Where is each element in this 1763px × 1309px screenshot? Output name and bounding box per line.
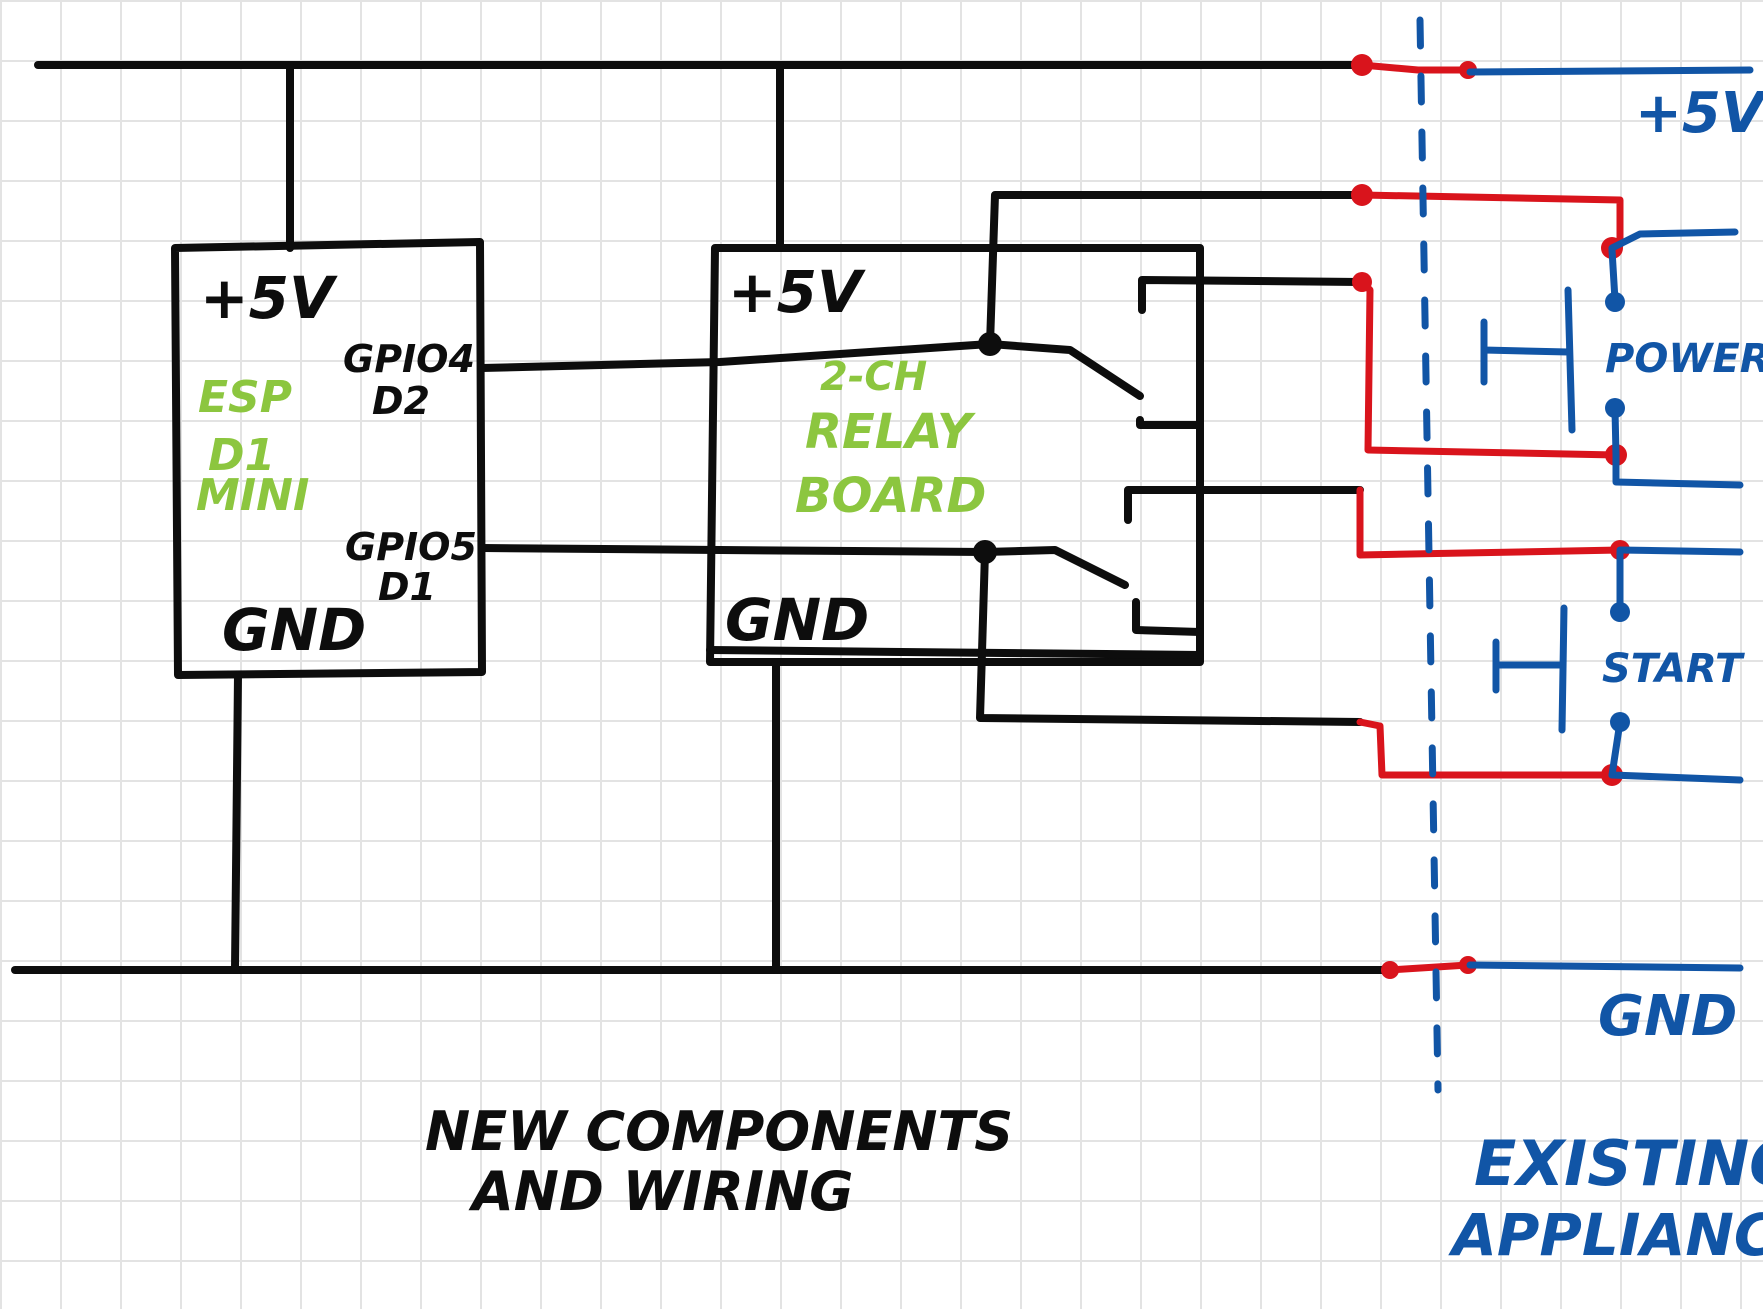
power-bottom-lead bbox=[1612, 451, 1744, 489]
esp-d2-label: D2 bbox=[372, 379, 430, 423]
new-components-caption-line-2: AND WIRING bbox=[468, 1160, 853, 1223]
new-components-caption-line-1: NEW COMPONENTS bbox=[425, 1100, 1013, 1163]
gnd-bridge-dot bbox=[1381, 961, 1399, 979]
esp-name-line-1: ESP bbox=[198, 372, 292, 423]
new-wiring bbox=[11, 61, 1394, 974]
adapter-wiring bbox=[1351, 54, 1630, 979]
esp-d1-label: D1 bbox=[378, 565, 436, 609]
esp-name-line-2: D1 bbox=[208, 430, 275, 481]
esp-gnd-wire bbox=[231, 671, 242, 974]
appliance-vcc-label: +5V bbox=[1635, 81, 1763, 146]
relay2-contacts bbox=[1124, 486, 1364, 636]
power-contact-dot bbox=[1605, 398, 1625, 418]
appliance-gnd-line bbox=[1466, 961, 1744, 972]
gpio5-wire bbox=[478, 544, 989, 556]
esp-gnd-label: GND bbox=[222, 596, 366, 664]
labels: +5V ESP D1 MINI GPIO4 D2 GPIO5 D1 GND +5… bbox=[196, 81, 1763, 1269]
esp-gpio4-label: GPIO4 bbox=[343, 337, 475, 381]
relay-name-line-2: RELAY bbox=[805, 404, 976, 460]
relay-gnd-return bbox=[976, 548, 1364, 726]
power-contact-dot bbox=[1605, 292, 1625, 312]
power-low-dot bbox=[1352, 272, 1372, 292]
appliance-vcc-line bbox=[1466, 66, 1754, 76]
relay-gnd-bus bbox=[706, 646, 1204, 659]
start-button-symbol bbox=[1492, 548, 1624, 779]
relay-board-outline bbox=[706, 244, 1204, 666]
relay-gnd-label: GND bbox=[725, 586, 869, 654]
existing-appliance-wiring bbox=[1416, 16, 1754, 1094]
esp-gpio5-label: GPIO5 bbox=[345, 525, 477, 569]
start-contact-dot bbox=[1610, 712, 1630, 732]
start-low-wire bbox=[1356, 718, 1616, 779]
relay-com-junction-dot bbox=[978, 332, 1002, 356]
start-bottom-lead bbox=[1608, 771, 1744, 784]
relay-name-line-1: 2-CH bbox=[820, 354, 927, 400]
appliance-gnd-label: GND bbox=[1598, 984, 1737, 1049]
boundary-divider bbox=[1416, 16, 1442, 1094]
relay-vcc-label: +5V bbox=[728, 258, 866, 326]
start-contact-dot bbox=[1610, 602, 1630, 622]
gnd-bridge bbox=[1386, 961, 1472, 974]
existing-appliance-caption-line-2: APPLIANCE bbox=[1448, 1201, 1763, 1269]
relay1-contacts bbox=[1136, 276, 1364, 429]
power-button-symbol bbox=[1480, 246, 1620, 459]
start-top-lead bbox=[1616, 546, 1744, 556]
relay-com-feed bbox=[986, 191, 1364, 348]
power-button-label: POWER bbox=[1605, 336, 1763, 382]
relay1-switch bbox=[986, 340, 1144, 400]
start-button-label: START bbox=[1602, 646, 1745, 692]
vcc-bridge bbox=[1358, 61, 1474, 74]
power-high-wire bbox=[1358, 191, 1624, 252]
esp-vcc-label: +5V bbox=[200, 264, 338, 332]
gpio4-wire bbox=[478, 340, 994, 372]
vcc-bridge-dot bbox=[1351, 54, 1373, 76]
power-high-dot bbox=[1351, 184, 1373, 206]
power-low-wire bbox=[1358, 278, 1620, 459]
existing-appliance-caption-line-1: EXISTING bbox=[1474, 1127, 1763, 1200]
esp-board-outline bbox=[171, 238, 486, 679]
power-top-lead bbox=[1608, 228, 1739, 252]
relay-gnd-junction-dot bbox=[973, 540, 997, 564]
start-high-wire bbox=[1356, 486, 1624, 559]
esp-name-line-3: MINI bbox=[196, 470, 309, 521]
relay2-switch bbox=[981, 546, 1129, 589]
relay-name-line-3: BOARD bbox=[795, 468, 986, 524]
